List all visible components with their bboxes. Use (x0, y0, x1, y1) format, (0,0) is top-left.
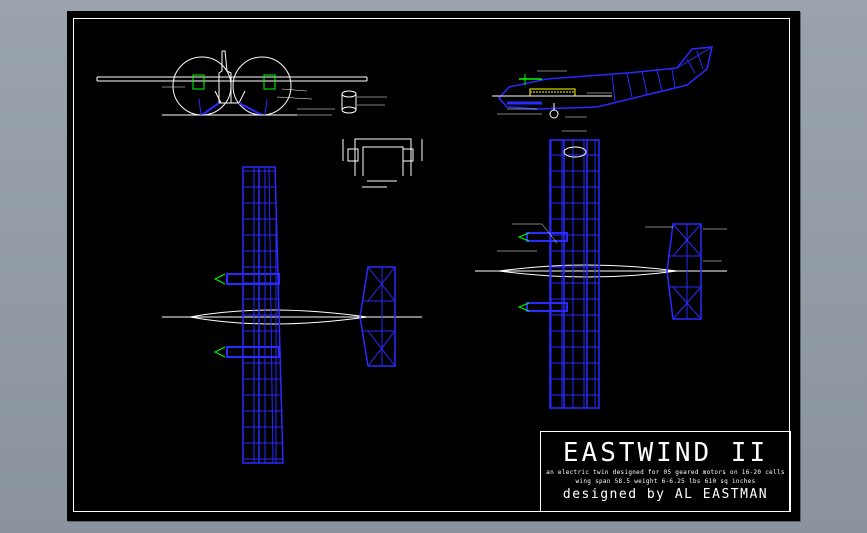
cad-drawing (96, 45, 727, 464)
mount-detail (342, 138, 423, 188)
plan-view-left (162, 166, 422, 464)
front-view (96, 50, 387, 116)
spec-line-2: wing span 58.5 weight 6-6.25 lbs 610 sq … (575, 478, 756, 485)
spec-line-1: an electric twin designed for 05 geared … (546, 469, 785, 476)
side-view (492, 45, 713, 119)
drawing-sheet: EASTWIND II an electric twin designed fo… (67, 11, 800, 521)
designer-credit: designed by AL EASTMAN (562, 487, 769, 502)
drawing-border (73, 18, 790, 512)
plan-view-right (475, 130, 727, 409)
title-block: EASTWIND II an electric twin designed fo… (540, 431, 791, 512)
drawing-title: EASTWIND II (562, 438, 769, 468)
